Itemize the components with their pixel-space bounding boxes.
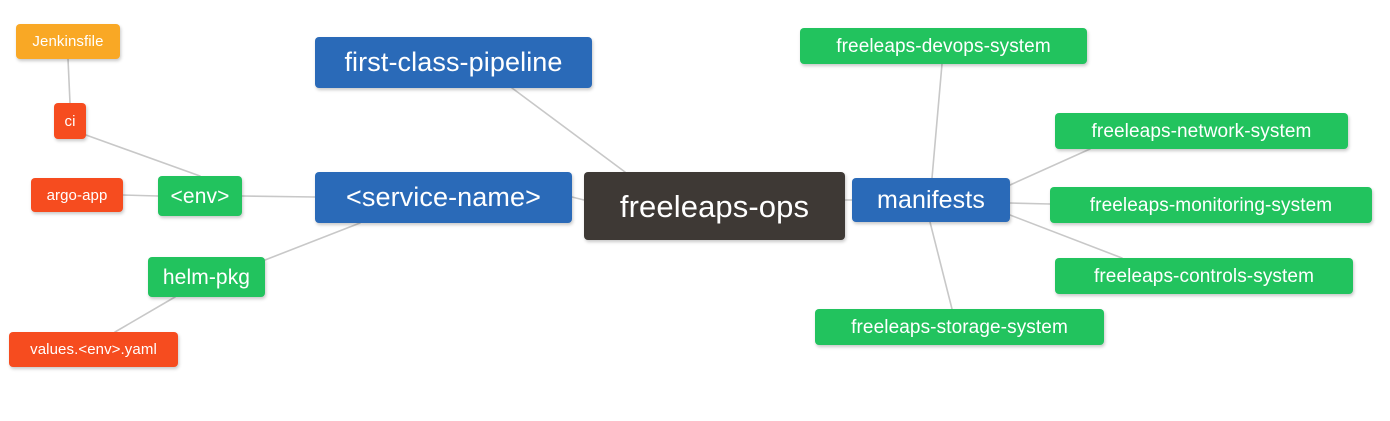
edge-manifests-to-freeleaps-network-system — [1009, 148, 1091, 186]
mindmap-node-helm-pkg[interactable]: helm-pkg — [148, 257, 265, 297]
mindmap-node-label: freeleaps-network-system — [1091, 120, 1312, 142]
mindmap-node-label: freeleaps-storage-system — [851, 316, 1068, 338]
edge-helm-pkg-to-values-env-yaml — [114, 296, 176, 333]
mindmap-node-jenkinsfile[interactable]: Jenkinsfile — [16, 24, 120, 59]
mindmap-node-label: manifests — [877, 185, 985, 214]
mindmap-node-argo-app[interactable]: argo-app — [31, 178, 123, 212]
mindmap-node-label: freeleaps-controls-system — [1093, 265, 1315, 287]
mindmap-node-freeleaps-controls-system[interactable]: freeleaps-controls-system — [1055, 258, 1353, 294]
mindmap-node-label: values.<env>.yaml — [30, 341, 157, 358]
mindmap-node-ci[interactable]: ci — [54, 103, 86, 139]
mindmap-node-label: argo-app — [46, 186, 108, 204]
mindmap-node-freeleaps-storage-system[interactable]: freeleaps-storage-system — [815, 309, 1104, 345]
mindmap-node-first-class-pipeline[interactable]: first-class-pipeline — [315, 37, 592, 88]
mindmap-node-freeleaps-network-system[interactable]: freeleaps-network-system — [1055, 113, 1348, 149]
mindmap-node-label: first-class-pipeline — [344, 47, 563, 77]
edge-manifests-to-freeleaps-devops-system — [931, 63, 943, 179]
edge-env-to-service-name — [241, 195, 316, 198]
mindmap-node-label: freeleaps-monitoring-system — [1089, 194, 1333, 216]
edge-jenkinsfile-to-ci — [67, 58, 71, 104]
edge-service-name-to-helm-pkg — [264, 222, 361, 261]
edge-argo-app-to-env — [122, 194, 159, 197]
mindmap-node-service-name[interactable]: <service-name> — [315, 172, 572, 223]
mindmap-node-label: freeleaps-devops-system — [836, 35, 1051, 57]
mindmap-node-label: Jenkinsfile — [32, 33, 104, 50]
mindmap-node-freeleaps-devops-system[interactable]: freeleaps-devops-system — [800, 28, 1087, 64]
edge-service-name-to-freeleaps-ops — [571, 196, 585, 201]
mindmap-node-freeleaps-ops[interactable]: freeleaps-ops — [584, 172, 845, 240]
mindmap-node-label: <service-name> — [346, 182, 541, 212]
edge-ci-to-env — [85, 134, 201, 177]
mindmap-node-label: <env> — [170, 184, 230, 208]
mindmap-node-label: helm-pkg — [162, 265, 251, 289]
edge-manifests-to-freeleaps-storage-system — [929, 221, 953, 310]
edge-manifests-to-freeleaps-monitoring-system — [1009, 202, 1051, 205]
mindmap-node-label: freeleaps-ops — [619, 188, 810, 224]
edge-first-class-pipeline-to-freeleaps-ops — [511, 87, 626, 173]
mindmap-node-freeleaps-monitoring-system[interactable]: freeleaps-monitoring-system — [1050, 187, 1372, 223]
mindmap-node-label: ci — [64, 112, 76, 130]
mindmap-node-values-env-yaml[interactable]: values.<env>.yaml — [9, 332, 178, 367]
mindmap-node-env[interactable]: <env> — [158, 176, 242, 216]
mindmap-node-manifests[interactable]: manifests — [852, 178, 1010, 222]
